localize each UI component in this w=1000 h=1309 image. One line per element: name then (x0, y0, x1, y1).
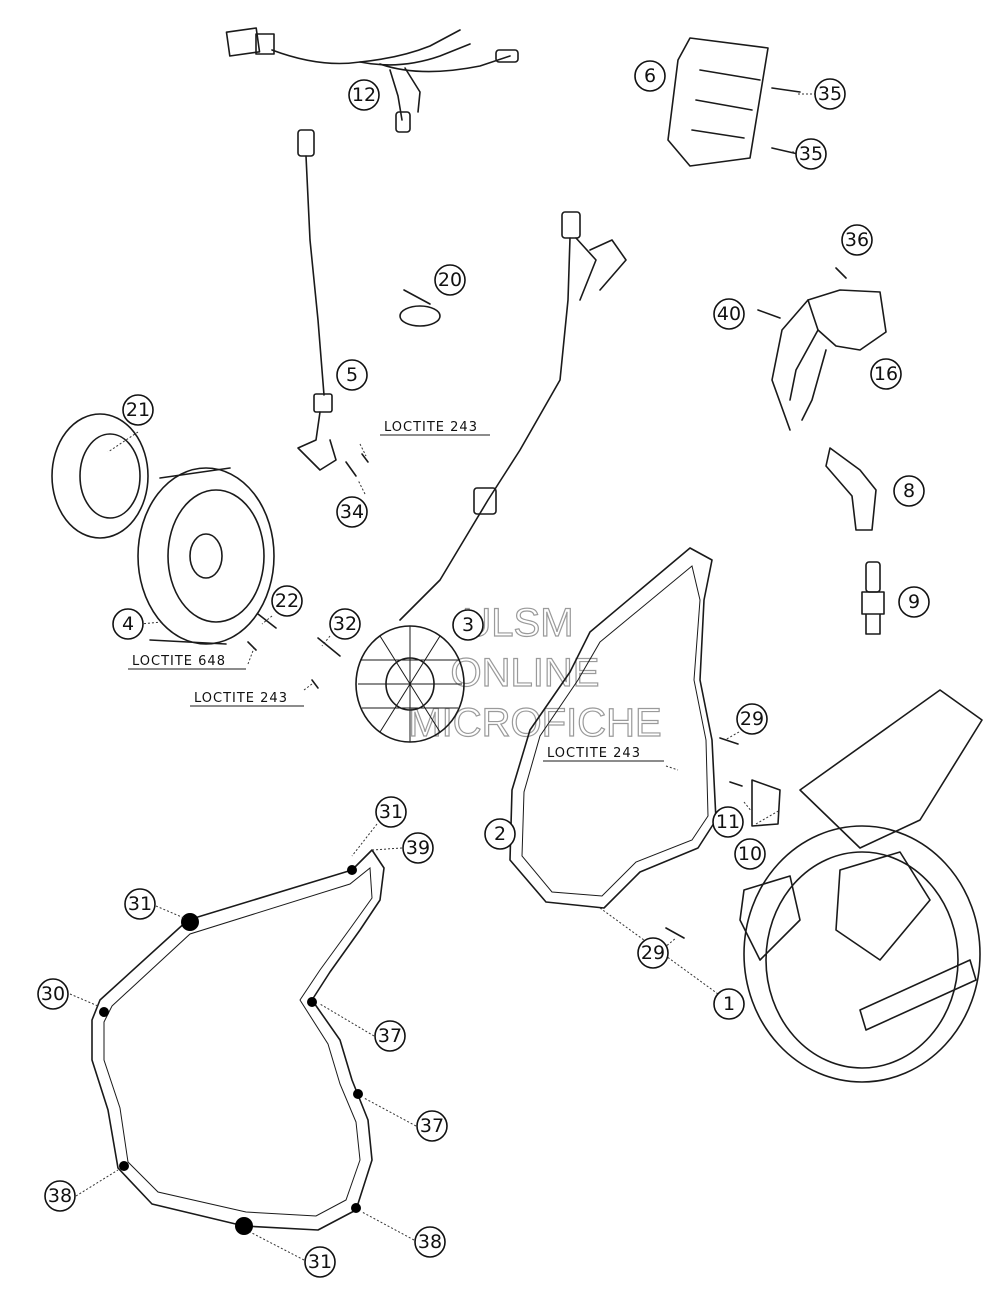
callout-12: 12 (348, 79, 380, 111)
svg-text:8: 8 (903, 480, 915, 502)
callout-31: 31 (124, 888, 156, 920)
callout-29: 29 (736, 703, 768, 735)
loctite-243-label: LOCTITE 243 (547, 746, 641, 761)
svg-text:39: 39 (406, 837, 430, 859)
callout-38: 38 (44, 1180, 76, 1212)
callout-21: 21 (122, 394, 154, 426)
callout-35: 35 (795, 138, 827, 170)
svg-text:29: 29 (740, 708, 764, 730)
ignition-coil-drawing (757, 267, 887, 431)
callout-36: 36 (841, 224, 873, 256)
callout-20: 20 (434, 264, 466, 296)
gasket-hole-dot (99, 1007, 109, 1017)
callout-11: 11 (712, 806, 744, 838)
svg-text:31: 31 (128, 893, 152, 915)
callout-16: 16 (870, 358, 902, 390)
svg-text:34: 34 (340, 501, 364, 523)
svg-text:35: 35 (799, 143, 823, 165)
leader-lines (69, 93, 815, 1261)
svg-text:5: 5 (346, 364, 358, 386)
watermark-line-2: ONLINE (451, 651, 600, 695)
callout-37: 37 (374, 1020, 406, 1052)
gasket-hole-dot (353, 1089, 363, 1099)
svg-text:38: 38 (48, 1185, 72, 1207)
svg-text:31: 31 (379, 801, 403, 823)
gasket-dowel-dot (235, 1217, 253, 1235)
svg-text:2: 2 (494, 823, 506, 845)
svg-text:29: 29 (641, 942, 665, 964)
small-bolts-drawing (247, 453, 369, 689)
callout-1: 1 (713, 988, 745, 1020)
svg-text:4: 4 (122, 613, 134, 635)
svg-text:21: 21 (126, 399, 150, 421)
sensor-cable-drawing (297, 129, 337, 471)
svg-text:37: 37 (420, 1115, 444, 1137)
outer-gasket-drawing (91, 849, 385, 1235)
svg-text:38: 38 (418, 1231, 442, 1253)
callout-2: 2 (484, 818, 516, 850)
callout-37: 37 (416, 1110, 448, 1142)
svg-text:6: 6 (644, 65, 656, 87)
inner-gasket-drawing (509, 547, 781, 939)
svg-text:20: 20 (438, 269, 462, 291)
control-unit-drawing (667, 37, 801, 167)
gasket-dowel-dot (181, 913, 199, 931)
callout-10: 10 (734, 838, 766, 870)
callout-9: 9 (898, 586, 930, 618)
wiring-harness-drawing (225, 27, 519, 133)
callout-32: 32 (329, 608, 361, 640)
callout-4: 4 (112, 608, 144, 640)
callout-38: 38 (414, 1226, 446, 1258)
gasket-hole-dot (351, 1203, 361, 1213)
loctite-notes: LOCTITE 243 LOCTITE 648 LOCTITE 243 LOCT… (128, 420, 664, 762)
callout-5: 5 (336, 359, 368, 391)
callout-40: 40 (713, 298, 745, 330)
callout-35: 35 (814, 78, 846, 110)
svg-text:36: 36 (845, 229, 869, 251)
gasket-hole-dot (347, 865, 357, 875)
ignition-cover-drawing (599, 689, 983, 1083)
svg-text:32: 32 (333, 613, 357, 635)
loctite-243-label: LOCTITE 243 (384, 420, 478, 435)
svg-text:30: 30 (41, 983, 65, 1005)
flywheel-drawing (51, 413, 275, 645)
svg-text:16: 16 (874, 363, 898, 385)
svg-text:22: 22 (275, 590, 299, 612)
callout-6: 6 (634, 60, 666, 92)
callout-34: 34 (336, 496, 368, 528)
svg-text:3: 3 (462, 614, 474, 636)
svg-text:11: 11 (716, 811, 740, 833)
svg-text:12: 12 (352, 84, 376, 106)
svg-text:37: 37 (378, 1025, 402, 1047)
cable-tie-drawing (399, 289, 441, 327)
spark-plug-cap-drawing (825, 447, 877, 531)
callout-31: 31 (304, 1246, 336, 1278)
loctite-648-label: LOCTITE 648 (132, 654, 226, 669)
callout-30: 30 (37, 978, 69, 1010)
svg-text:9: 9 (908, 591, 920, 613)
stator-drawing (355, 625, 465, 743)
callout-8: 8 (893, 475, 925, 507)
svg-text:40: 40 (717, 303, 741, 325)
callout-39: 39 (402, 832, 434, 864)
callout-3: 3 (452, 609, 484, 641)
stator-cable-drawing (399, 211, 627, 621)
svg-text:10: 10 (738, 843, 762, 865)
gasket-hole-dot (119, 1161, 129, 1171)
callout-29: 29 (637, 937, 669, 969)
loctite-243-label: LOCTITE 243 (194, 691, 288, 706)
svg-text:31: 31 (308, 1251, 332, 1273)
svg-text:1: 1 (723, 993, 735, 1015)
callout-31: 31 (375, 796, 407, 828)
gasket-hole-dot (307, 997, 317, 1007)
svg-text:35: 35 (818, 83, 842, 105)
callout-22: 22 (271, 585, 303, 617)
spark-plug-drawing (861, 561, 885, 635)
